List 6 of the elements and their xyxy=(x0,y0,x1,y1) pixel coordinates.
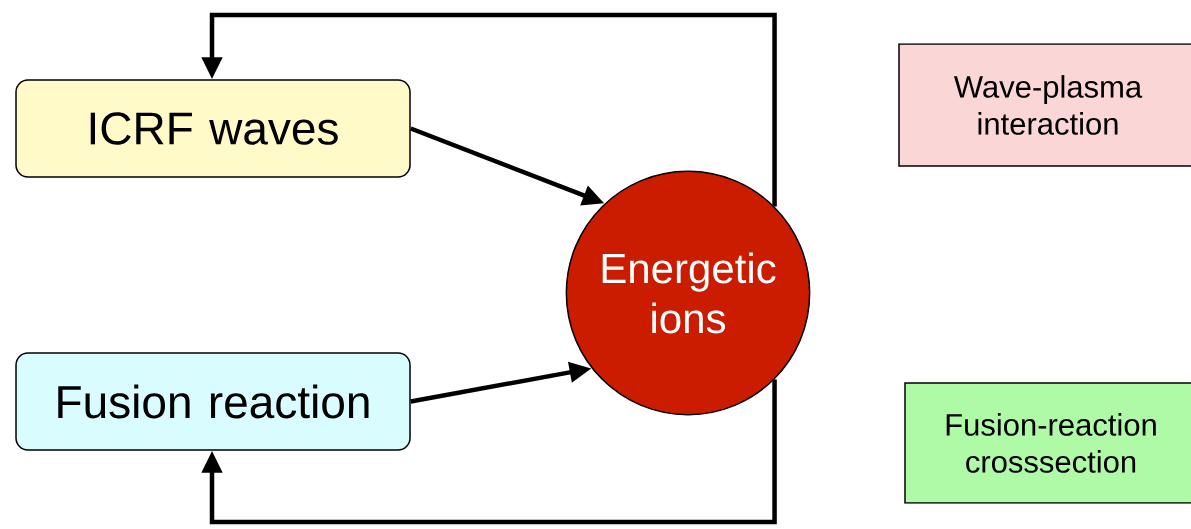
label-box: Fusion-reaction crosssection xyxy=(904,382,1191,504)
circle-node: Energetic ions xyxy=(565,170,811,416)
process-box: Fusion reaction xyxy=(15,352,411,451)
arrow xyxy=(201,379,777,525)
label-box: Wave-plasma interaction xyxy=(898,43,1191,167)
process-box: ICRF waves xyxy=(15,79,411,178)
